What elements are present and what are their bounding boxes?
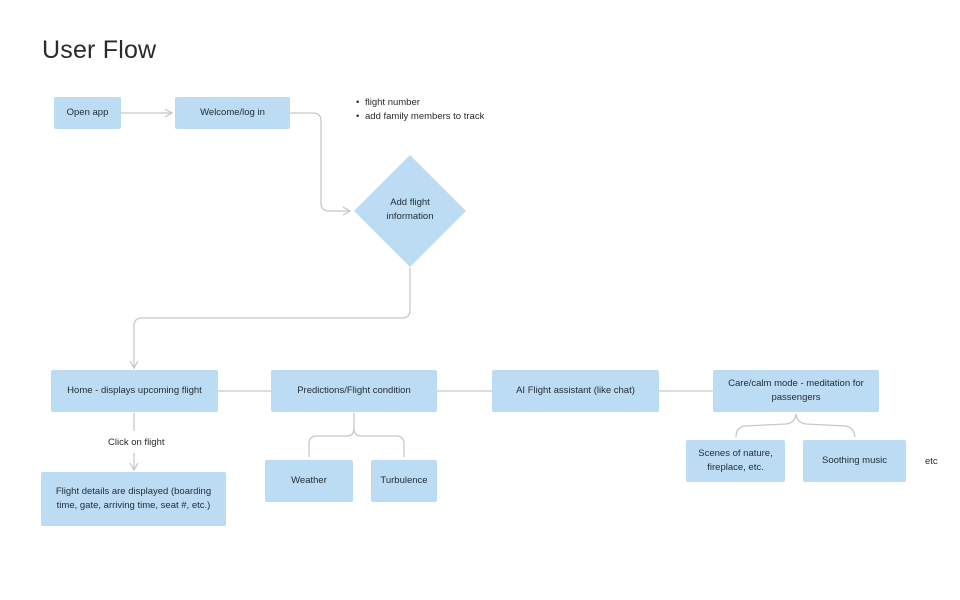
click-on-flight-note: Click on flight (106, 437, 167, 448)
soothing-music-node[interactable]: Soothing music (803, 440, 906, 482)
open-app-node[interactable]: Open app (54, 97, 121, 129)
scenes-label: Scenes of nature, fireplace, etc. (698, 448, 773, 473)
weather-label: Weather (291, 475, 327, 486)
bracket-predictions (308, 413, 405, 457)
ai-assistant-node[interactable]: AI Flight assistant (like chat) (492, 370, 659, 412)
open-app-label: Open app (66, 107, 109, 118)
arrow-welcome-to-add-flight (290, 112, 352, 216)
predictions-node[interactable]: Predictions/Flight condition (271, 370, 437, 412)
add-flight-label: Add flight information (386, 197, 434, 222)
soothing-music-label: Soothing music (822, 455, 887, 466)
care-mode-label: Care/calm mode - meditation for passenge… (728, 378, 864, 403)
arrow-add-flight-to-home (129, 268, 411, 370)
etc-note: etc (925, 456, 938, 467)
welcome-node[interactable]: Welcome/log in (175, 97, 290, 129)
page-title: User Flow (42, 36, 157, 64)
add-flight-notes: flight number add family members to trac… (356, 96, 484, 124)
note-flight-number: flight number (356, 96, 484, 110)
welcome-label: Welcome/log in (200, 107, 265, 118)
turbulence-node[interactable]: Turbulence (371, 460, 437, 502)
flight-details-label: Flight details are displayed (boarding t… (55, 486, 212, 511)
predictions-label: Predictions/Flight condition (297, 385, 411, 396)
home-label: Home - displays upcoming flight (67, 385, 202, 396)
weather-node[interactable]: Weather (265, 460, 353, 502)
add-flight-decision-shape[interactable] (354, 155, 466, 267)
note-family-members: add family members to track (356, 110, 484, 124)
flight-details-node[interactable]: Flight details are displayed (boarding t… (41, 472, 226, 526)
home-node[interactable]: Home - displays upcoming flight (51, 370, 218, 412)
bracket-care (735, 413, 856, 438)
scenes-node[interactable]: Scenes of nature, fireplace, etc. (686, 440, 785, 482)
ai-assistant-label: AI Flight assistant (like chat) (516, 385, 635, 396)
turbulence-label: Turbulence (380, 475, 428, 486)
care-mode-node[interactable]: Care/calm mode - meditation for passenge… (713, 370, 879, 412)
